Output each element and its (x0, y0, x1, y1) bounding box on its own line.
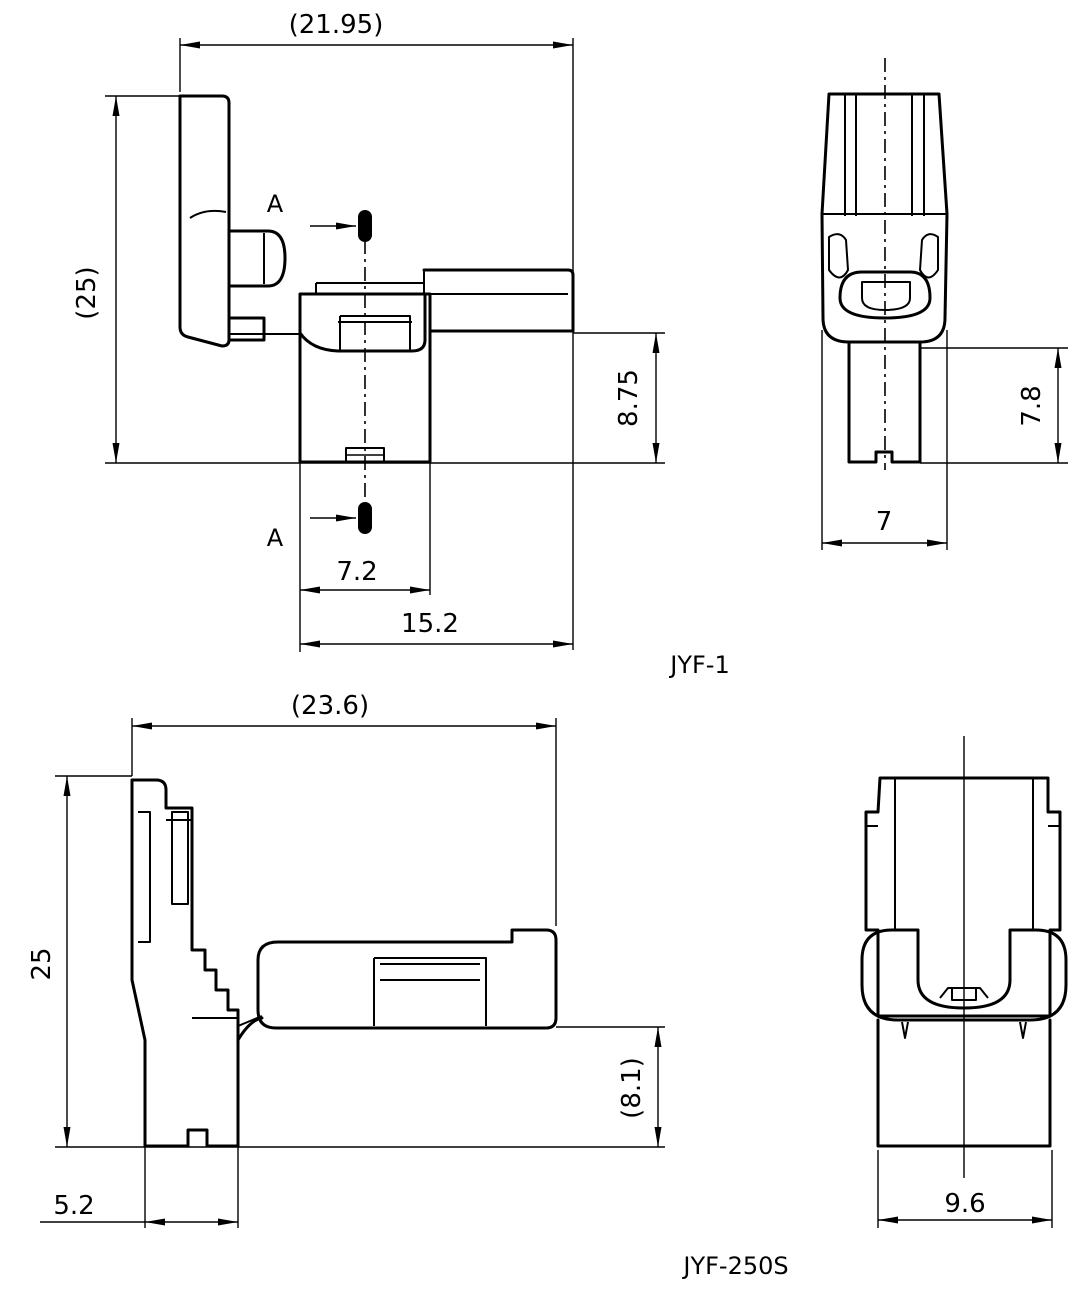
jyf250s-side-view (860, 736, 1068, 1178)
jyf250s-dim-height-body: (8.1) (617, 1057, 647, 1119)
jyf1-dim-base-width: 15.2 (401, 609, 459, 639)
section-marker-top (358, 210, 372, 242)
jyf1-dim-height-body: 8.75 (614, 369, 644, 427)
section-mark-top-label: A (267, 190, 284, 218)
jyf1-side-dim-height: 7.8 (1017, 385, 1047, 426)
jyf250s-dimensions (40, 718, 665, 1228)
jyf250s-side-dimensions (877, 1150, 1053, 1228)
section-marker-bottom (358, 502, 372, 534)
jyf1-dim-height-overall: (25) (72, 266, 102, 319)
jyf250s-dim-base-width: 5.2 (53, 1191, 94, 1221)
jyf1-side-dim-width: 7 (876, 507, 893, 537)
jyf1-dim-width-overall: (21.95) (289, 10, 384, 40)
jyf1-side-dimensions (821, 330, 1068, 550)
jyf250s-dim-width-overall: (23.6) (291, 691, 369, 721)
jyf250s-front-view (130, 778, 558, 1148)
jyf1-dim-section-width: 7.2 (336, 557, 377, 587)
jyf250s-model-label: JYF-250S (681, 1252, 788, 1280)
section-mark-bottom-label: A (267, 524, 284, 552)
jyf1-front-view (178, 94, 575, 534)
jyf1-model-label: JYF-1 (668, 651, 729, 679)
jyf1-dimensions (105, 38, 665, 652)
jyf1-side-view (820, 58, 949, 470)
jyf250s-side-dim-width: 9.6 (944, 1189, 985, 1219)
jyf250s-dim-height-overall: 25 (27, 947, 57, 980)
